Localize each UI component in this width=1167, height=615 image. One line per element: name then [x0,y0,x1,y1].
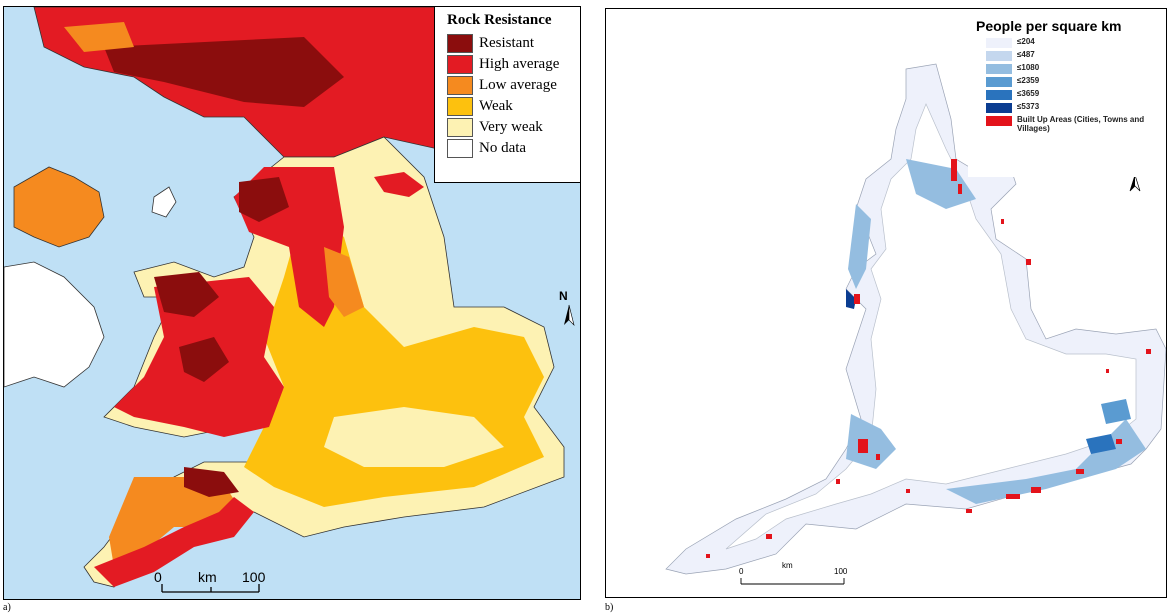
north-label-a: N [559,289,568,303]
density-legend-item: ≤204 [986,37,1166,50]
density-legend-swatch [986,90,1012,100]
population-density-legend: People per square km ≤204 ≤487 ≤1080 ≤2359 ≤… [968,17,1166,177]
built-up-areas [706,159,1151,558]
density-legend-label: ≤5373 [1017,102,1040,111]
scale-bar-b [740,578,845,585]
density-legend-swatch [986,51,1012,61]
rock-legend-label: Low average [479,77,557,93]
rock-legend-swatch [447,55,473,74]
northern-ireland-land [13,166,105,248]
population-density-map-panel: N 0 km 100 People per square km ≤204≤487… [605,8,1167,598]
very-weak-band [324,407,504,467]
scotland-resistant [104,37,344,107]
density-patch-ne [906,159,976,209]
scale-start-a: 0 [154,569,162,585]
rock-legend-swatch [447,118,473,137]
wales-resistant-2 [179,337,229,382]
cornwall-high [94,497,254,587]
scale-start-b: 0 [739,567,744,576]
scale-unit-b: km [782,561,793,570]
density-patch-liverpool [846,289,856,309]
rock-legend-item: Very weak [447,117,580,138]
density-legend-item: ≤487 [986,50,1166,63]
density-patch-bristol [846,414,896,469]
rock-legend-item: Low average [447,75,580,96]
rock-legend-swatch [447,76,473,95]
density-legend-label: ≤3659 [1017,89,1040,98]
scale-end-a: 100 [242,569,266,585]
north-arrow-a [564,304,575,326]
rock-legend-swatch [447,34,473,53]
wales-resistant [154,272,219,317]
density-legend-item: ≤3659 [986,89,1166,102]
rock-legend-item: Weak [447,96,580,117]
north-york-high [374,172,424,197]
devon-resistant [184,467,239,497]
scale-end-b: 100 [834,567,848,576]
density-legend-swatch [986,64,1012,74]
rock-legend-label: Very weak [479,119,543,135]
panel-label-b: b) [605,602,614,613]
rock-legend-item: Resistant [447,33,580,54]
scale-unit-a: km [198,569,217,585]
density-legend-item: ≤5373 [986,102,1166,115]
legend-title-a: Rock Resistance [447,12,552,28]
north-arrow-b [1129,173,1141,192]
density-patch-east [1101,399,1131,424]
density-legend-item: ≤1080 [986,63,1166,76]
scale-bar-a [161,584,260,593]
rock-legend-label: Resistant [479,35,534,51]
density-legend-swatch [986,103,1012,113]
interior-white [725,103,1137,550]
density-legend-label: Built Up Areas (Cities, Towns and Villag… [1017,115,1145,133]
density-patch-south [946,419,1146,504]
density-legend-label: ≤487 [1017,50,1035,59]
density-legend-label: ≤2359 [1017,76,1040,85]
ireland-land [4,261,105,388]
rock-legend-swatch [447,97,473,116]
density-patch-nw [848,204,871,289]
rock-legend-item: No data [447,138,580,159]
density-legend-label: ≤204 [1017,37,1035,46]
rock-legend-label: No data [479,140,527,156]
population-density-map [665,63,1166,585]
rock-legend-label: Weak [479,98,513,114]
rock-legend-label: High average [479,56,560,72]
density-legend-item: ≤2359 [986,76,1166,89]
scotland-low [64,22,134,52]
pennines-low [324,247,364,317]
devon-low [109,477,239,567]
density-legend-label: ≤1080 [1017,63,1040,72]
panel-label-a: a) [3,602,11,613]
density-legend-swatch [986,77,1012,87]
rock-legend-item: High average [447,54,580,75]
density-legend-swatch [986,116,1012,126]
isle-of-man-land [151,186,177,218]
density-legend-item: Built Up Areas (Cities, Towns and Villag… [986,115,1166,133]
density-legend-swatch [986,38,1012,48]
legend-title-b: People per square km [976,18,1122,34]
density-patch-south2 [1086,434,1116,454]
lake-district-resistant [239,177,289,222]
rock-legend-swatch [447,139,473,158]
